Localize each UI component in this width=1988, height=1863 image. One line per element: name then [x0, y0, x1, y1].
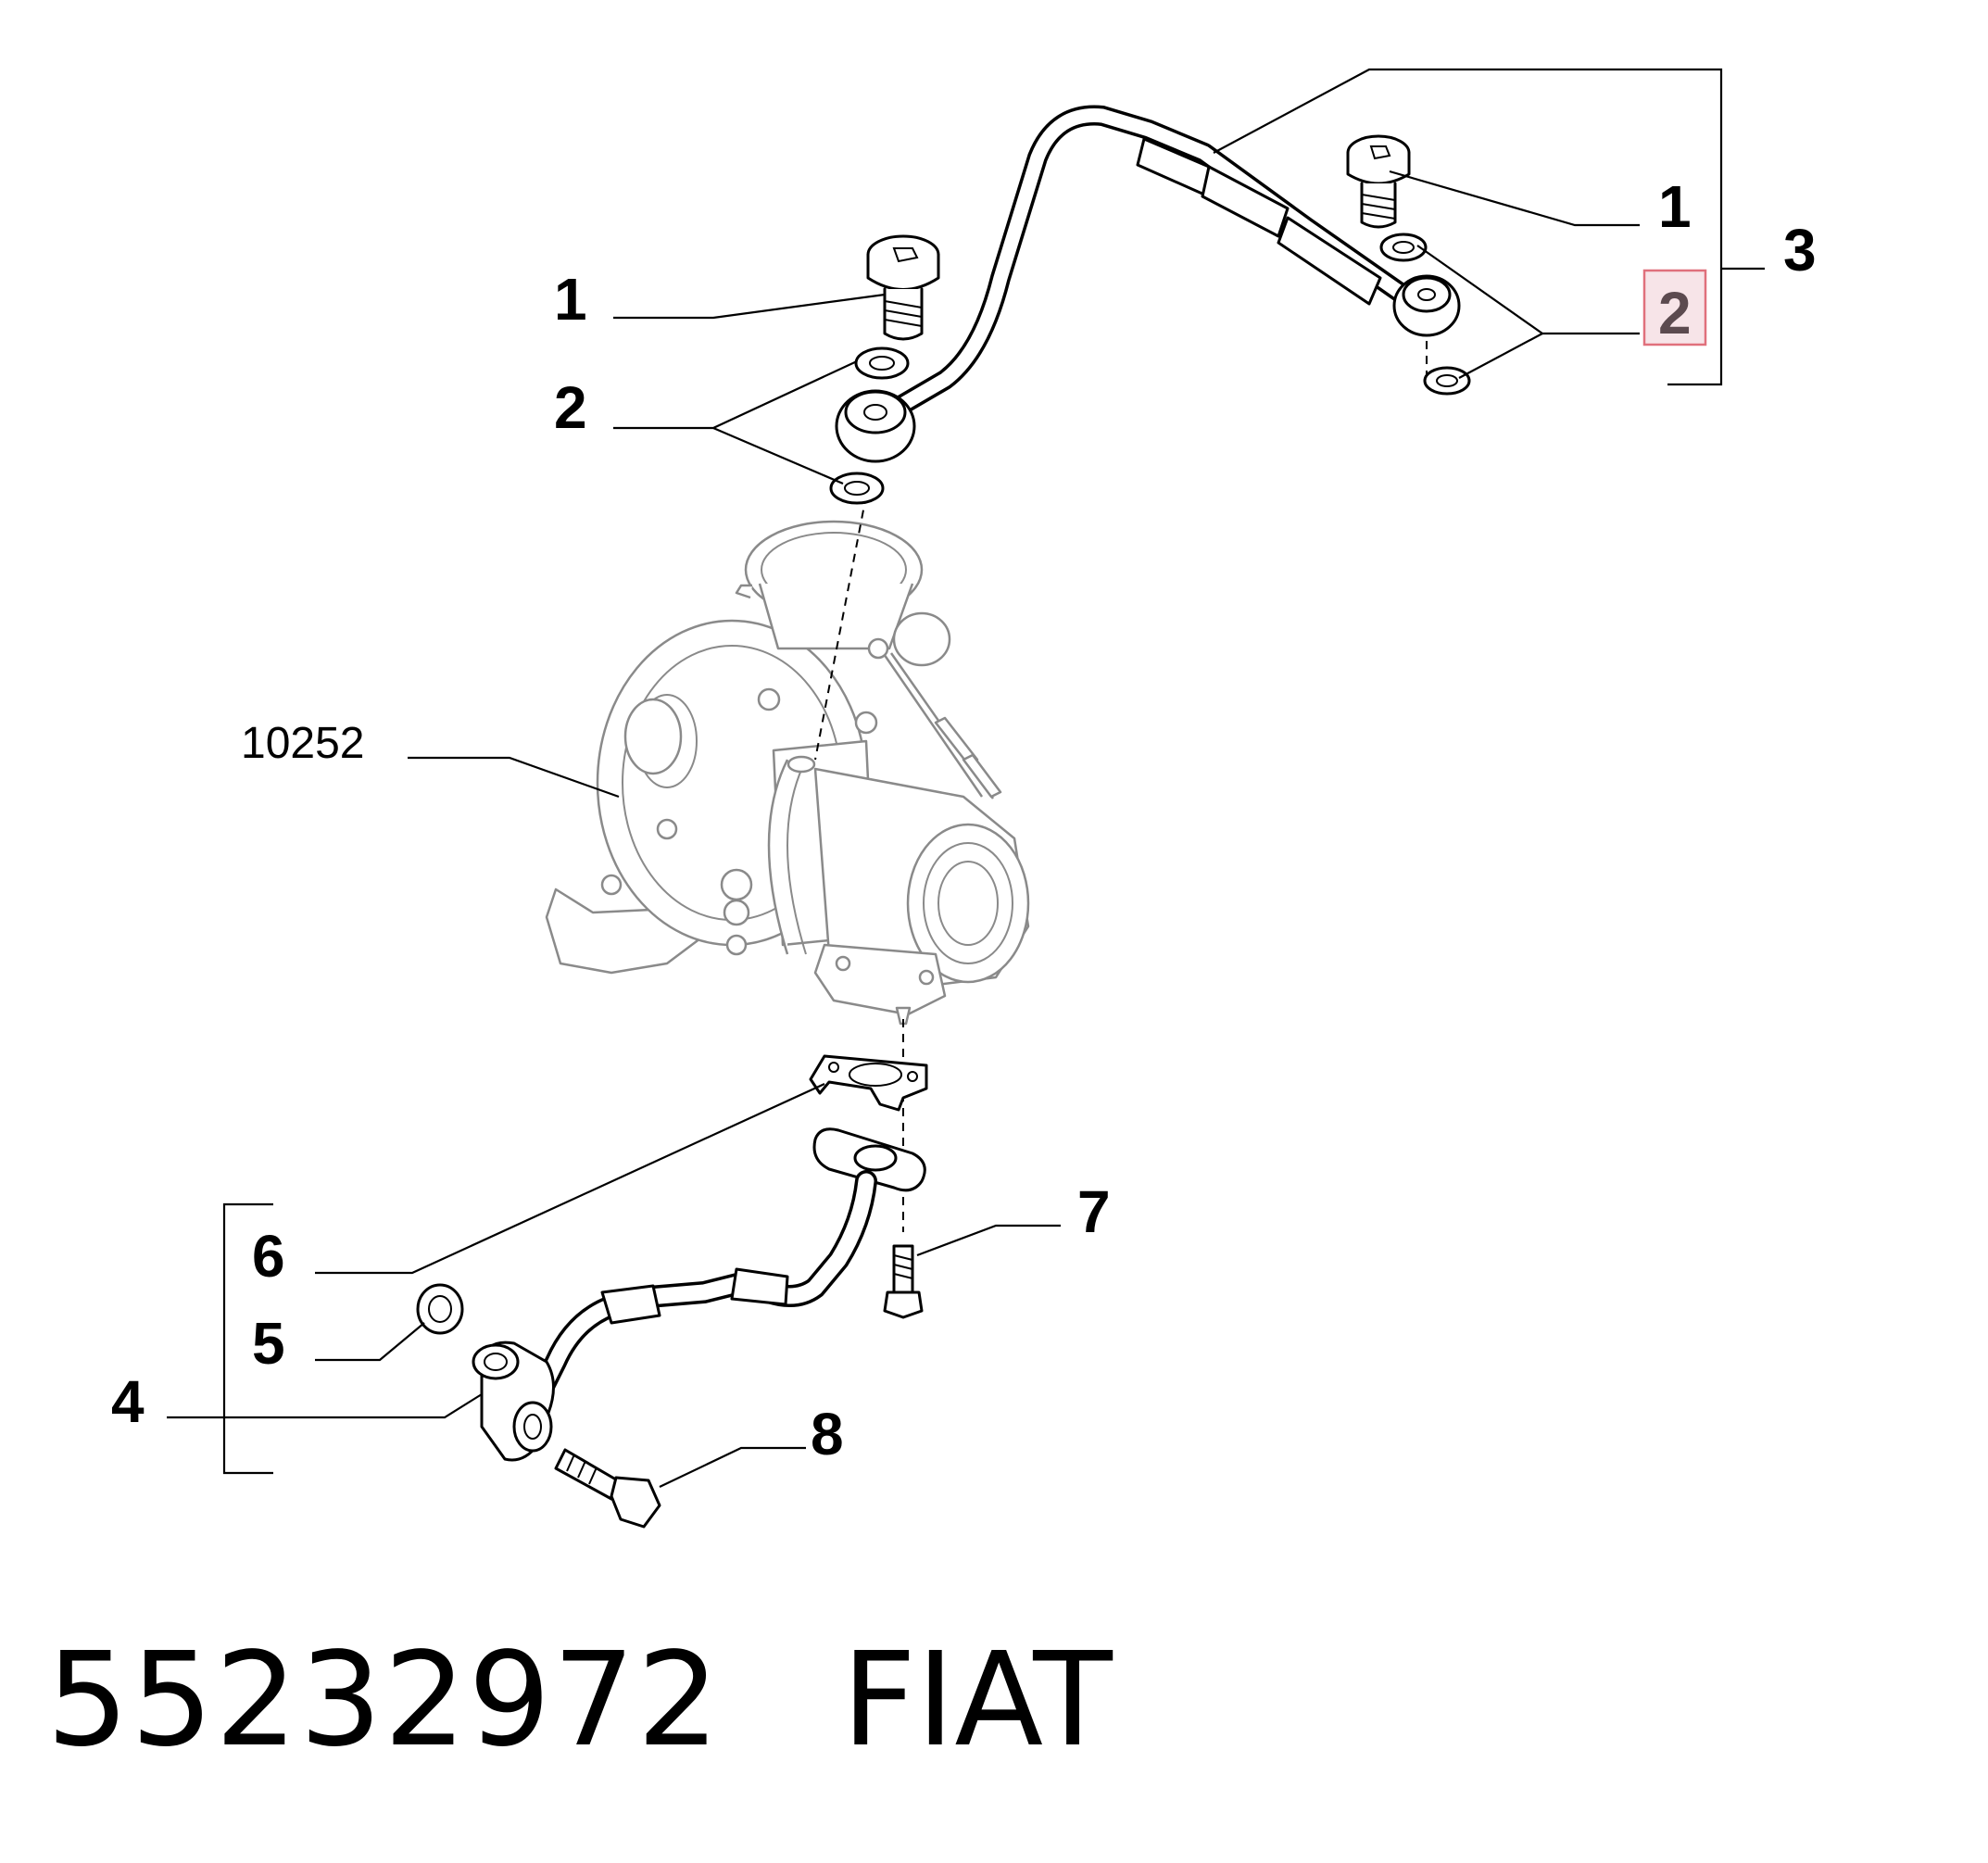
- screw-7-part: [883, 1244, 924, 1319]
- callout-seal: 5: [252, 1310, 285, 1377]
- highlight-box: [1642, 269, 1707, 346]
- callout-screw-8: 8: [811, 1401, 844, 1467]
- callout-gasket: 6: [252, 1223, 285, 1290]
- part-footer: 55232972 FIAT: [46, 1625, 1113, 1776]
- banjo-bolt-left: [866, 234, 940, 341]
- callout-washers-right[interactable]: 2: [1658, 280, 1692, 346]
- banjo-bolt-right: [1346, 134, 1411, 229]
- turbocharger-drawing: [545, 520, 1030, 1026]
- callout-bolt-left: 1: [554, 266, 587, 333]
- callout-screw-7: 7: [1077, 1178, 1111, 1245]
- brand-name: FIAT: [841, 1624, 1113, 1776]
- callout-pipe-assembly: 3: [1783, 217, 1817, 283]
- callout-return-pipe: 4: [111, 1368, 145, 1435]
- seal-part: [416, 1283, 464, 1335]
- leader-lines: [167, 68, 1765, 1488]
- oil-return-pipe: [472, 1127, 926, 1462]
- callout-bolt-right: 1: [1658, 173, 1692, 240]
- washer-left-bottom: [829, 472, 885, 505]
- callout-turbocharger-ref: 10252: [241, 719, 364, 768]
- screw-8-part: [554, 1448, 661, 1529]
- washer-right-bottom: [1423, 366, 1471, 396]
- part-number: 55232972: [46, 1624, 722, 1776]
- oil-feed-pipe: [835, 105, 1461, 463]
- gasket-part: [809, 1054, 928, 1112]
- washer-left-top: [854, 346, 910, 380]
- callout-washers-left: 2: [554, 374, 587, 441]
- washer-right-top: [1379, 233, 1428, 262]
